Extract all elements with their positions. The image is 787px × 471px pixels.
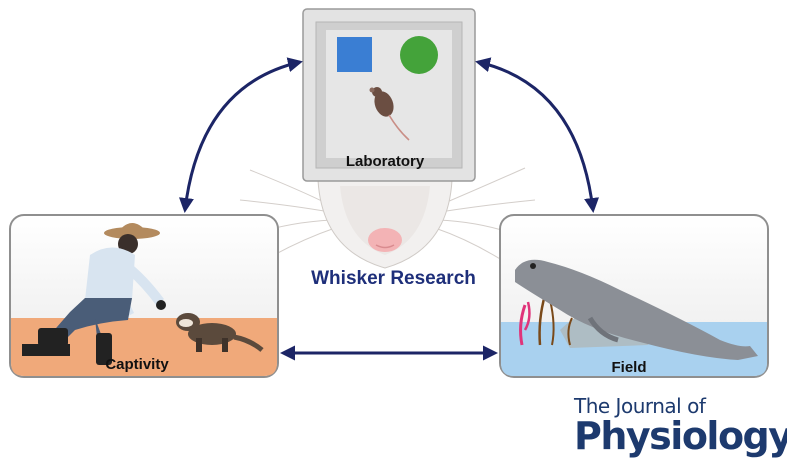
mouse-icon bbox=[369, 87, 410, 141]
field-label: Field bbox=[611, 359, 646, 376]
laboratory-panel: Laboratory bbox=[302, 8, 476, 182]
researcher-figure bbox=[22, 223, 166, 365]
rat-face-illustration bbox=[239, 167, 536, 269]
diagram-title: Whisker Research bbox=[311, 268, 476, 289]
blue-square-object bbox=[337, 37, 372, 72]
journal-logo: The Journal of Physiology bbox=[574, 394, 787, 458]
field-panel: Field bbox=[499, 214, 769, 378]
captivity-panel: Captivity bbox=[9, 214, 279, 378]
journal-name-line2: Physiology bbox=[574, 414, 787, 458]
laboratory-label: Laboratory bbox=[346, 153, 425, 170]
lab-field-arrow bbox=[475, 57, 600, 213]
captivity-label: Captivity bbox=[105, 356, 169, 373]
journal-name-line1: The Journal of bbox=[574, 394, 706, 418]
lab-captivity-arrow bbox=[178, 57, 303, 213]
seal-figure bbox=[515, 259, 758, 360]
green-circle-object bbox=[400, 36, 438, 74]
ferret-figure bbox=[176, 313, 264, 352]
